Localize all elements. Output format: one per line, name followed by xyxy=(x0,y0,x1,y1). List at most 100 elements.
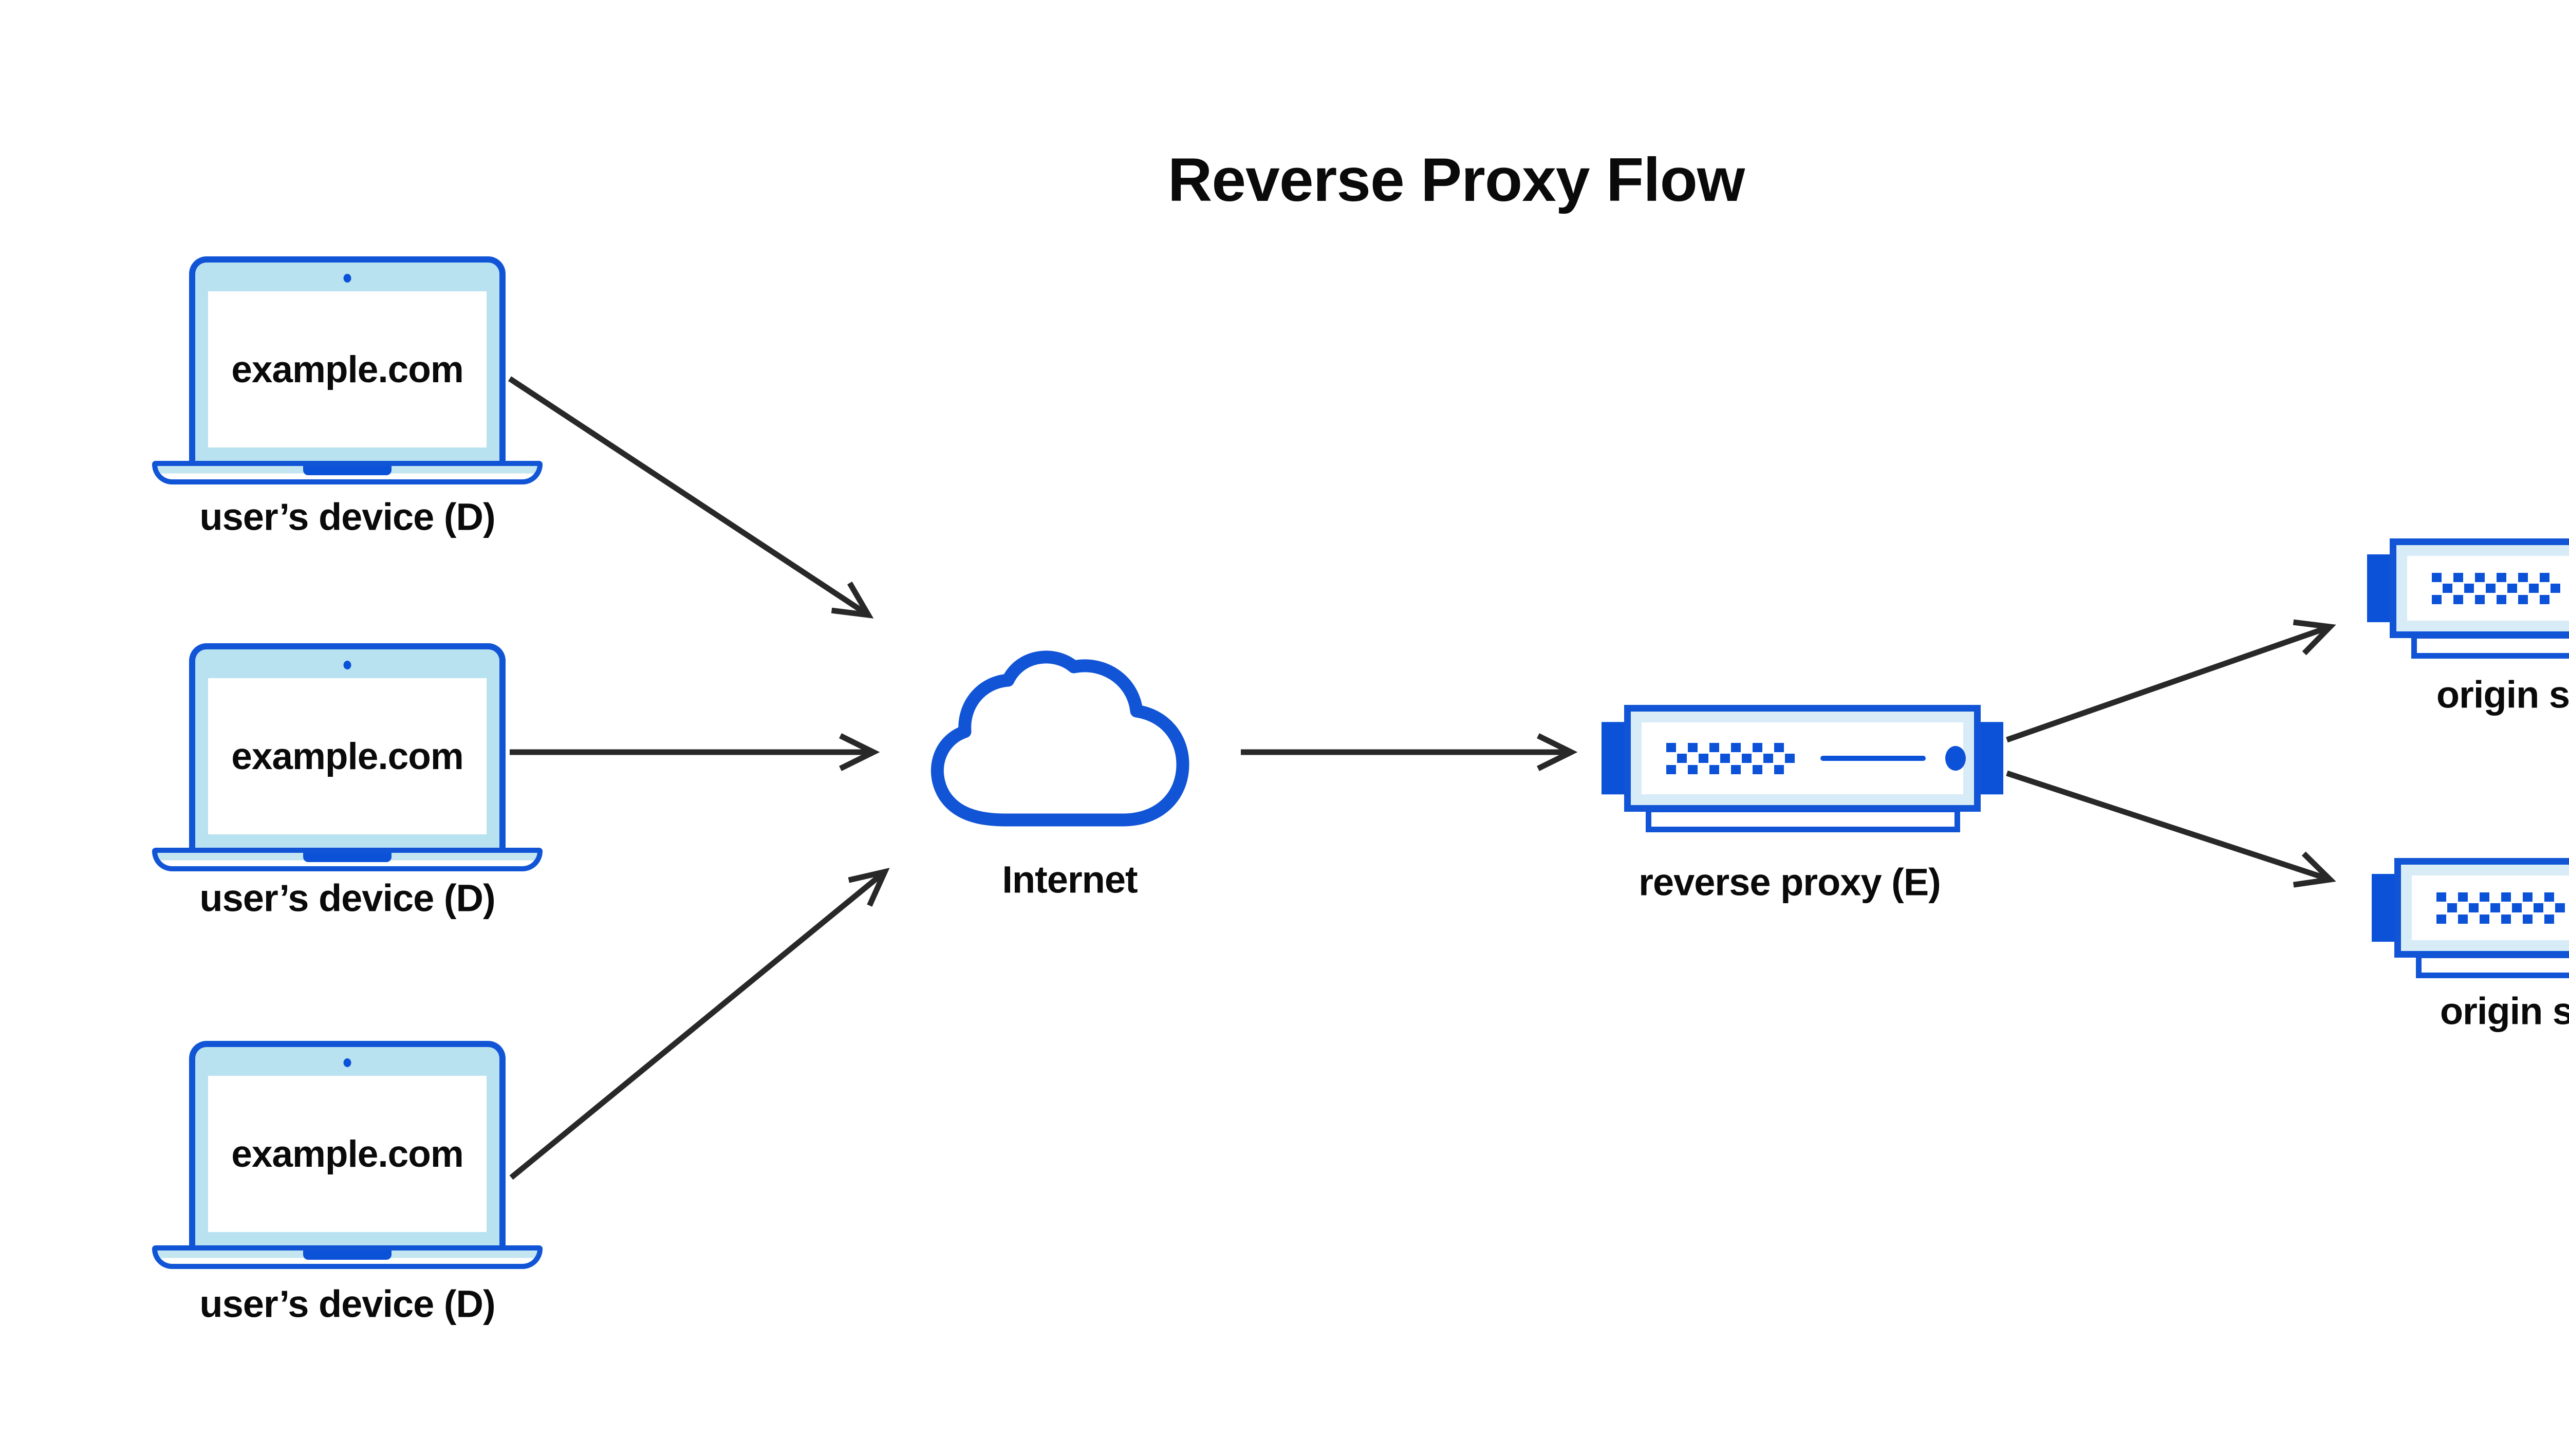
device-label-1: user’s device (D) xyxy=(199,495,495,538)
laptop-camera-dot xyxy=(343,1058,351,1067)
vent-dot xyxy=(1774,764,1784,774)
vent-dot xyxy=(1709,764,1719,774)
vent-dot xyxy=(1699,754,1708,763)
user-device-node-1: example.com xyxy=(152,256,543,484)
vent-dot xyxy=(2523,914,2533,924)
laptop-camera-dot xyxy=(343,274,351,283)
vent-dot xyxy=(2534,903,2543,912)
device-label-2: user’s device (D) xyxy=(199,876,495,920)
vent-dot-row xyxy=(2432,594,2561,604)
flow-arrow-device-3-to-internet xyxy=(509,868,890,1180)
server-front-panel xyxy=(2407,556,2569,621)
vent-dot xyxy=(1753,764,1762,774)
vent-dot xyxy=(2544,914,2554,924)
origin-label-2: origin server (F) xyxy=(2440,990,2569,1033)
arrowhead xyxy=(1537,733,1578,771)
vent-dot xyxy=(2480,914,2489,924)
laptop-base xyxy=(152,1245,543,1269)
vent-dot xyxy=(1763,754,1773,763)
vent-dot xyxy=(1774,742,1784,752)
reverse-proxy-node xyxy=(1602,705,2003,832)
vent-dot xyxy=(1731,742,1741,752)
vent-dot xyxy=(2432,594,2442,604)
flow-arrow-proxy-to-origin-1 xyxy=(2006,619,2336,743)
vent-dot-row xyxy=(2443,584,2561,593)
origin-server-node-1 xyxy=(2367,538,2569,659)
server-slot-line xyxy=(1820,756,1926,761)
vent-dot xyxy=(2464,584,2474,593)
vent-dot xyxy=(2501,892,2511,902)
vent-dot xyxy=(1753,742,1762,752)
proxy-label: reverse proxy (E) xyxy=(1639,861,1941,904)
vent-dot xyxy=(1742,754,1752,763)
vent-dot xyxy=(2540,572,2549,582)
vent-dot xyxy=(2551,584,2560,593)
server-tab-left xyxy=(1602,722,1625,795)
server-vent-dots xyxy=(2436,890,2566,925)
arrowhead xyxy=(839,733,880,771)
vent-dot xyxy=(2453,572,2463,582)
origin-label-1: origin server (F) xyxy=(2436,673,2569,716)
flow-arrow-device-2-to-internet xyxy=(510,733,880,771)
laptop-icon: example.com xyxy=(189,256,506,461)
internet-label: Internet xyxy=(1002,858,1138,901)
laptop-screen: example.com xyxy=(208,678,487,834)
server-front-panel xyxy=(1642,722,1966,794)
vent-dot-row xyxy=(1677,754,1796,763)
vent-dot xyxy=(2497,594,2506,604)
vent-dot xyxy=(2512,903,2522,912)
origin-server-node-2 xyxy=(2372,858,2569,978)
laptop-base xyxy=(152,461,543,484)
server-vent-dots xyxy=(1666,741,1796,776)
laptop-icon: example.com xyxy=(189,643,506,848)
server-tab-right xyxy=(1980,722,2003,795)
vent-dot xyxy=(2501,914,2511,924)
vent-dot-row xyxy=(2436,892,2566,902)
screen-url-text: example.com xyxy=(231,735,464,777)
vent-dot xyxy=(2453,594,2463,604)
vent-dot xyxy=(1677,754,1687,763)
vent-dot xyxy=(2432,572,2442,582)
vent-dot-row xyxy=(2432,572,2561,582)
vent-dot xyxy=(2497,572,2506,582)
laptop-screen: example.com xyxy=(208,1076,487,1232)
vent-dot-row xyxy=(2436,914,2566,924)
vent-dot-row xyxy=(1666,764,1796,774)
vent-dot xyxy=(2475,594,2485,604)
vent-dot xyxy=(2436,892,2446,902)
server-icon xyxy=(2394,858,2569,958)
vent-dot xyxy=(2507,584,2517,593)
vent-dot xyxy=(1709,742,1719,752)
screen-url-text: example.com xyxy=(231,348,464,390)
vent-dot xyxy=(2443,584,2452,593)
vent-dot xyxy=(2458,914,2468,924)
flow-arrow-internet-to-proxy xyxy=(1241,733,1578,771)
vent-dot xyxy=(2518,572,2528,582)
flow-arrow-proxy-to-origin-2 xyxy=(2006,770,2336,888)
server-tab-left xyxy=(2367,554,2391,622)
laptop-notch xyxy=(303,466,392,475)
vent-dot xyxy=(2529,584,2539,593)
vent-dot xyxy=(2447,903,2457,912)
arrowhead xyxy=(831,582,874,619)
vent-dot xyxy=(2436,914,2446,924)
vent-dot xyxy=(1666,764,1676,774)
laptop-notch xyxy=(303,853,392,862)
laptop-screen: example.com xyxy=(208,291,487,447)
cloud-icon xyxy=(930,650,1189,827)
arrowhead xyxy=(2293,851,2336,888)
vent-dot xyxy=(2544,892,2554,902)
vent-dot xyxy=(2540,594,2549,604)
vent-dot xyxy=(1688,742,1698,752)
laptop-camera-dot xyxy=(343,661,351,669)
vent-dot xyxy=(2518,594,2528,604)
flow-arrow-device-1-to-internet xyxy=(508,376,874,619)
vent-dot xyxy=(2469,903,2479,912)
vent-dot xyxy=(1731,764,1741,774)
user-device-node-3: example.com xyxy=(152,1041,543,1269)
server-icon xyxy=(1624,705,1981,812)
arrowhead xyxy=(2293,619,2336,656)
server-power-dot xyxy=(1945,746,1966,771)
vent-dot xyxy=(2480,892,2489,902)
